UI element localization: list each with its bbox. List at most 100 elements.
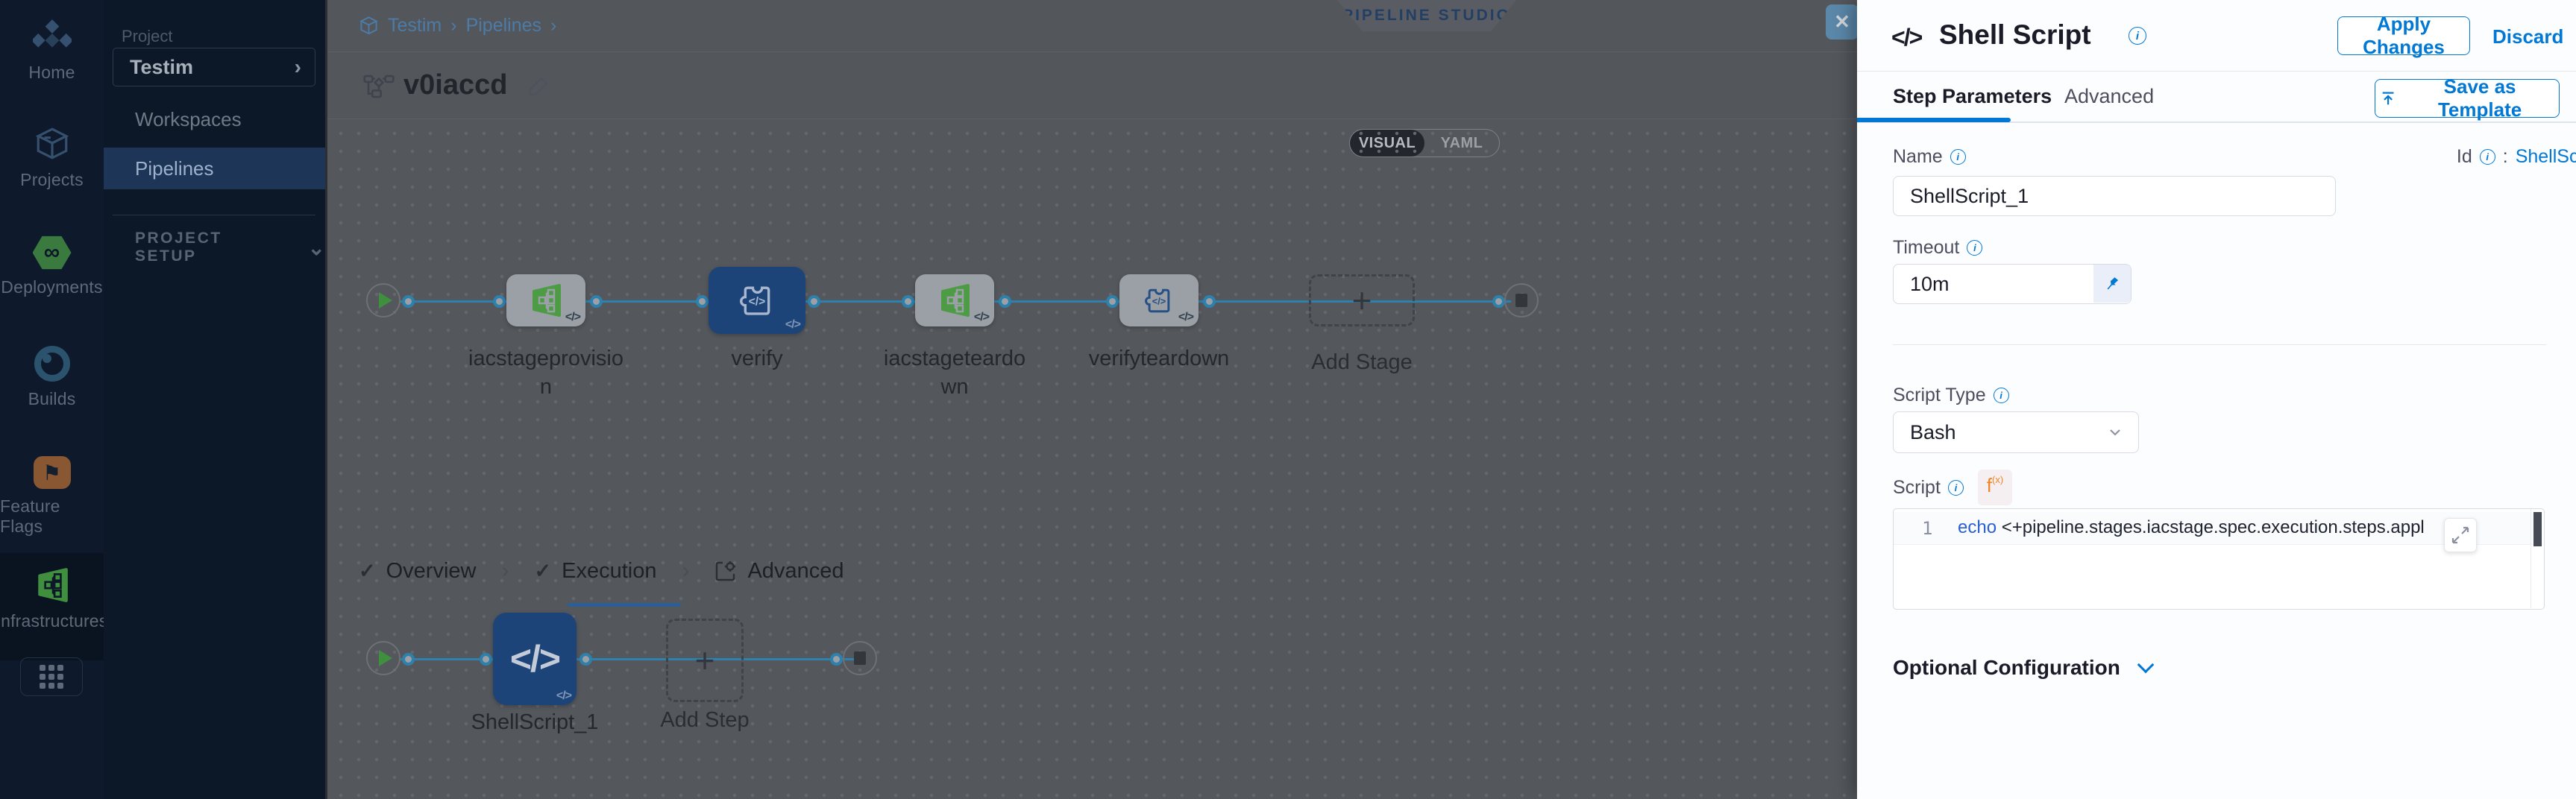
- stage-node-verify-selected[interactable]: </> </>: [709, 267, 805, 334]
- info-icon[interactable]: i: [1967, 240, 1983, 256]
- cube-icon: [35, 127, 69, 160]
- edit-pencil-icon[interactable]: [527, 75, 550, 98]
- connector-port: [579, 653, 592, 666]
- check-icon: ✓: [534, 559, 552, 582]
- save-as-template-button[interactable]: Save as Template: [2375, 75, 2560, 121]
- check-icon: ✓: [359, 559, 376, 582]
- sidebar-item-infrastructures[interactable]: Infrastructures: [0, 553, 107, 660]
- pipeline-end-node: [1504, 283, 1539, 318]
- id-colon: :: [2502, 146, 2508, 167]
- sidebar-item-deployments[interactable]: ∞ Deployments: [0, 236, 104, 332]
- name-input[interactable]: ShellScript_1: [1893, 176, 2336, 216]
- editor-scrollbar-thumb[interactable]: [2533, 512, 2542, 546]
- script-field-label: Script i: [1893, 477, 1964, 499]
- info-icon[interactable]: i: [2479, 149, 2495, 165]
- shell-script-icon: </>: [509, 638, 561, 680]
- step-id-row: Id i : ShellScript_1: [2182, 146, 2576, 168]
- custom-stage-icon: </>: [740, 286, 770, 315]
- expand-editor-button[interactable]: [2444, 518, 2477, 552]
- drawer-close-button[interactable]: ✕: [1826, 4, 1859, 40]
- pipeline-header-row: v0iaccd VISUAL YAML: [327, 53, 1859, 157]
- step-id-value[interactable]: ShellScript_1: [2515, 146, 2576, 167]
- connector-port: [830, 653, 843, 666]
- timeout-input[interactable]: 10m: [1893, 264, 2132, 304]
- tabbar-border: [1857, 121, 2576, 123]
- project-setup-section[interactable]: PROJECT SETUP ⌄: [135, 230, 325, 265]
- drawer-title: Shell Script: [1939, 19, 2091, 50]
- discard-button[interactable]: Discard: [2492, 25, 2564, 48]
- connector-port: [696, 295, 709, 308]
- chevron-right-icon: ›: [294, 55, 301, 78]
- sidebar-item-feature-flags[interactable]: ⚑ Feature Flags: [0, 456, 104, 553]
- divider: [1893, 344, 2546, 345]
- expand-icon: [2451, 526, 2469, 544]
- tab-advanced[interactable]: Advanced: [2064, 85, 2155, 107]
- connector-port: [902, 295, 914, 308]
- project-selector[interactable]: Testim ›: [113, 48, 315, 86]
- line-number: 1: [1922, 518, 1933, 539]
- fixed-value-pin-button[interactable]: [2093, 265, 2131, 303]
- advanced-settings-icon: [716, 561, 736, 581]
- info-icon[interactable]: i: [2129, 27, 2146, 45]
- subnav-item-workspaces[interactable]: Workspaces: [135, 107, 242, 130]
- tab-execution[interactable]: ✓ Execution: [534, 558, 657, 583]
- custom-stage-icon: </>: [1145, 288, 1170, 313]
- subnav-item-pipelines[interactable]: Pipelines: [104, 148, 325, 189]
- code-badge: </>: [565, 311, 581, 323]
- close-icon: ✕: [1834, 10, 1850, 33]
- chevron-down-icon: ⌄: [307, 236, 325, 259]
- sidebar-item-label: Projects: [20, 170, 84, 189]
- tab-advanced[interactable]: Advanced: [714, 559, 844, 584]
- step-node-shellscript[interactable]: </> </>: [493, 613, 577, 705]
- info-icon[interactable]: i: [1950, 149, 1966, 165]
- optional-configuration-toggle[interactable]: Optional Configuration: [1893, 656, 2155, 680]
- module-selector-button[interactable]: [20, 657, 83, 696]
- sidebar-item-builds[interactable]: Builds: [0, 346, 104, 443]
- connector-port: [999, 295, 1011, 308]
- chevron-right-icon: ›: [501, 558, 509, 583]
- stage-node-iacstageprovision[interactable]: </>: [506, 274, 585, 326]
- stage-node-verifyteardown[interactable]: </> </>: [1119, 274, 1199, 326]
- page-title: v0iaccd: [403, 69, 508, 101]
- script-type-select[interactable]: Bash: [1893, 411, 2139, 453]
- grid-icon: [40, 665, 63, 689]
- project-subnav: Project Testim › Workspaces Pipelines PR…: [104, 0, 325, 799]
- template-upload-icon: [2382, 92, 2394, 105]
- tab-overview[interactable]: ✓ Overview: [359, 558, 477, 583]
- breadcrumb-project[interactable]: Testim: [388, 15, 442, 36]
- sidebar-item-label: Feature Flags: [0, 496, 60, 536]
- sidebar-item-home[interactable]: Home: [0, 18, 104, 115]
- builds-icon: [34, 346, 70, 382]
- info-icon[interactable]: i: [1993, 388, 2009, 403]
- infra-stage-icon: [533, 284, 561, 317]
- tab-step-parameters[interactable]: Step Parameters: [1893, 85, 2052, 107]
- add-stage-label: Add Stage: [1311, 350, 1413, 374]
- harness-logo-icon: [32, 19, 72, 48]
- pipeline-start-node: [366, 283, 400, 318]
- shell-script-icon: </>: [1891, 24, 1923, 51]
- stage-node-iacstageteardown[interactable]: </>: [915, 274, 994, 326]
- project-cube-icon: [359, 16, 378, 35]
- apply-changes-button[interactable]: Apply Changes: [2337, 13, 2470, 58]
- breadcrumb-pipelines[interactable]: Pipelines: [465, 15, 542, 36]
- add-stage-button[interactable]: +: [1309, 274, 1415, 326]
- execution-end-node: [843, 641, 877, 675]
- sidebar-item-projects[interactable]: Projects: [0, 125, 104, 222]
- active-tab-underline: [1857, 118, 2011, 122]
- connector-port: [402, 653, 415, 666]
- connector-line: [400, 658, 855, 660]
- info-icon[interactable]: i: [1947, 480, 1964, 496]
- stage-tab-bar: ✓ Overview › ✓ Execution › Advanced: [359, 558, 844, 584]
- chevron-right-icon: ›: [682, 558, 690, 583]
- pin-icon: [2107, 277, 2119, 289]
- stop-icon: [1515, 294, 1527, 307]
- project-label: Project: [122, 27, 173, 45]
- shell-script-drawer: </> Shell Script i Apply Changes Discard…: [1857, 0, 2576, 799]
- stop-icon: [854, 651, 866, 665]
- script-code-editor[interactable]: 1 echo <+pipeline.stages.iacstage.spec.e…: [1893, 508, 2545, 610]
- add-step-button[interactable]: +: [666, 619, 744, 702]
- timeout-field-label: Timeout i: [1893, 237, 1983, 259]
- expression-fx-button[interactable]: f(x): [1978, 470, 2012, 505]
- connector-port: [402, 295, 415, 308]
